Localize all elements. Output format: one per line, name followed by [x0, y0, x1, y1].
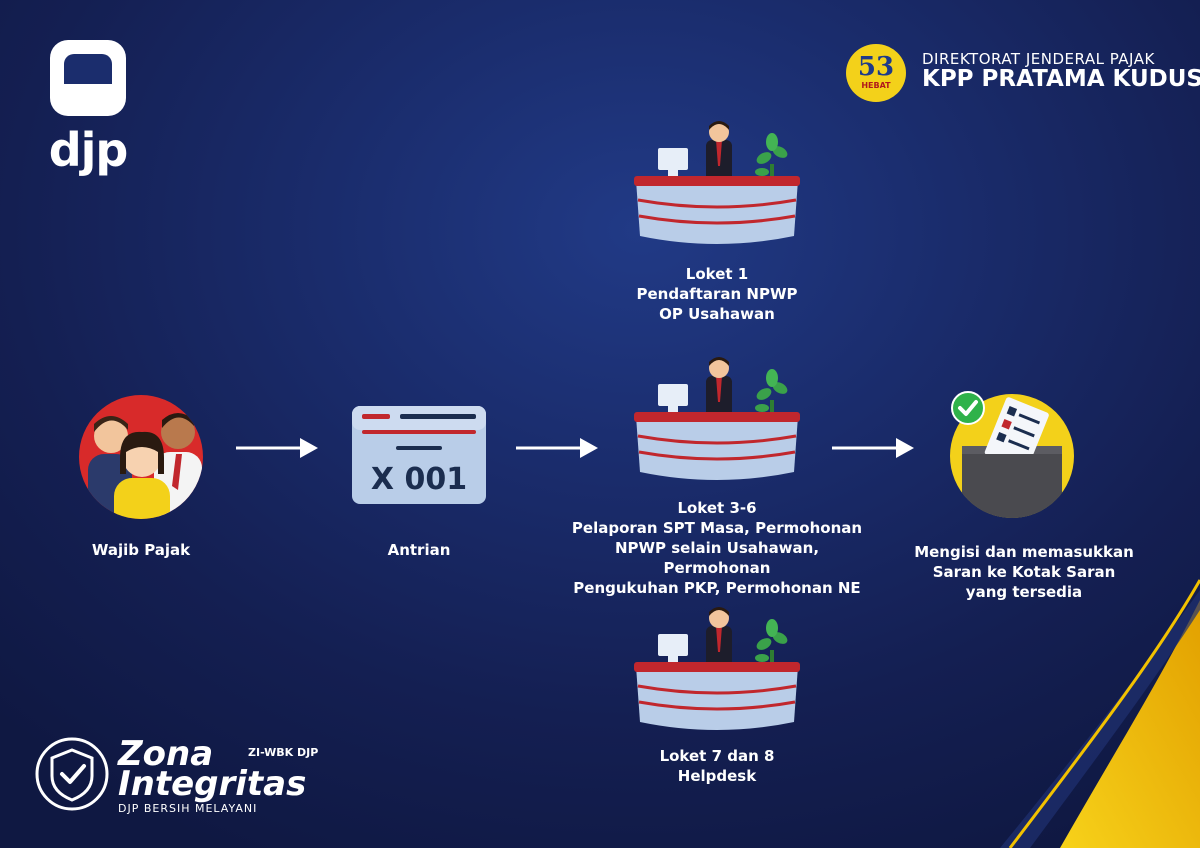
counter-7-8-line: Helpdesk	[677, 767, 757, 785]
counter-1-line: Pendaftaran NPWP	[636, 285, 798, 303]
zona-integritas-logo: Zona ZI-WBK DJP Integritas DJP BERSIH ME…	[34, 734, 318, 820]
counter-3-6-line: Pelaporan SPT Masa, Permohonan	[571, 519, 863, 537]
queue-ticket-number: X 001	[370, 462, 468, 497]
counter-1-label: Loket 1 Pendaftaran NPWP OP Usahawan	[580, 264, 854, 324]
anniversary-badge: 53 HEBAT	[846, 44, 906, 102]
counter-7-8-label: Loket 7 dan 8 Helpdesk	[580, 746, 854, 786]
plant-icon	[755, 619, 788, 664]
counter-3-6-line: Pengukuhan PKP, Permohonan NE	[573, 579, 861, 597]
arrow-right-icon	[236, 438, 318, 458]
zi-title-1: Zona	[118, 734, 214, 774]
counter-clerk	[706, 121, 732, 182]
counter-1-title: Loket 1	[685, 265, 749, 283]
suggestion-box-icon	[950, 394, 1074, 518]
counter-3-6-title: Loket 3-6	[677, 499, 757, 517]
djp-logo: djp	[48, 38, 128, 188]
badge-number: 53	[857, 52, 895, 82]
djp-logo-text: djp	[48, 123, 129, 177]
zi-tag: ZI-WBK DJP	[248, 746, 319, 759]
office-header: 53 HEBAT DIREKTORAT JENDERAL PAJAK KPP P…	[846, 44, 1200, 104]
counter-7-8-title: Loket 7 dan 8	[659, 747, 775, 765]
counter-clerk	[706, 607, 732, 668]
suggestion-line: Mengisi dan memasukkan	[914, 543, 1134, 561]
suggestion-step-label: Mengisi dan memasukkan Saran ke Kotak Sa…	[884, 542, 1164, 602]
counter-desk-icon	[634, 607, 800, 730]
counter-1-line: OP Usahawan	[659, 305, 775, 323]
plant-icon	[755, 133, 788, 178]
suggestion-line: Saran ke Kotak Saran	[932, 563, 1116, 581]
office-name: KPP PRATAMA KUDUS	[922, 66, 1200, 92]
counter-3-6-line: NPWP selain Usahawan, Permohonan	[614, 539, 820, 577]
step-taxpayer-label: Wajib Pajak	[91, 541, 191, 559]
zi-title-2: Integritas	[118, 764, 307, 804]
counter-desk-icon	[634, 357, 800, 480]
zi-subtitle: DJP BERSIH MELAYANI	[118, 802, 258, 815]
step-queue-label: Antrian	[387, 541, 451, 559]
queue-ticket-icon	[352, 406, 486, 504]
arrow-right-icon	[516, 438, 598, 458]
counter-desk-icon	[634, 121, 800, 244]
taxpayers-icon	[79, 395, 203, 519]
suggestion-line: yang tersedia	[965, 583, 1083, 601]
organization-name: DIREKTORAT JENDERAL PAJAK	[922, 50, 1155, 68]
checkmark-icon	[951, 391, 985, 425]
plant-icon	[755, 369, 788, 414]
shield-check-icon	[35, 737, 109, 811]
djp-logo-icon	[50, 40, 126, 116]
badge-word: HEBAT	[861, 81, 891, 90]
arrow-right-icon	[832, 438, 914, 458]
counter-clerk	[706, 357, 732, 418]
counter-3-6-label: Loket 3-6 Pelaporan SPT Masa, Permohonan…	[560, 498, 874, 598]
